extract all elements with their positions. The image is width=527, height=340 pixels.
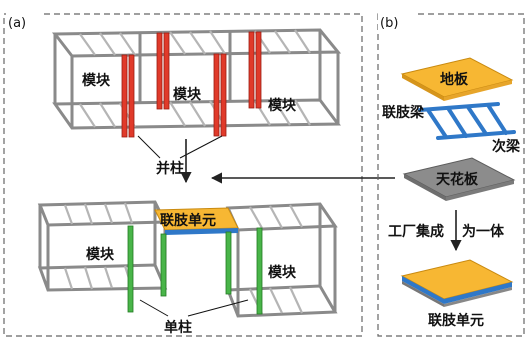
parallel-column (163, 32, 170, 110)
secondary-beam (486, 103, 508, 135)
factory-integration-label: 工厂集成 (388, 223, 444, 240)
single-column-pointer (139, 299, 169, 317)
lower-right-joists (249, 204, 303, 315)
parallel-column (121, 54, 128, 138)
module-label: 模块 (173, 86, 202, 103)
single-column (225, 231, 232, 295)
module-label: 模块 (82, 72, 111, 89)
secondary-beam-label: 次梁 (492, 138, 521, 155)
single-column (256, 227, 263, 315)
lower-right-module (225, 202, 338, 318)
connection-beams (418, 102, 516, 140)
parallel-column (255, 31, 262, 109)
panel-b-border (377, 13, 525, 337)
secondary-beam (466, 105, 488, 136)
connection-unit-slab (154, 207, 239, 235)
parallel-column (156, 32, 163, 110)
panel-b-tag: (b) (380, 16, 398, 31)
upper-module-assembly: 模块 模块 模块 并柱 (51, 28, 342, 177)
parallel-column (220, 53, 227, 137)
connection-beam-label: 联肢梁 (382, 104, 425, 121)
parallel-column (128, 54, 135, 138)
single-column-label: 单柱 (164, 319, 192, 336)
lower-left-module (37, 200, 168, 292)
parallel-column (248, 31, 255, 109)
upper-frame-back (51, 28, 342, 130)
secondary-beam (446, 106, 468, 138)
panel-b: (b) 地板 联肢梁 次梁 天花板 工厂集成 为一体 (377, 8, 525, 337)
connection-unit-assembled (400, 259, 514, 307)
connection-unit-label-b: 联肢单元 (428, 312, 484, 329)
parallel-column-label: 并柱 (156, 160, 184, 177)
connection-unit-label: 联肢单元 (160, 212, 216, 229)
ceiling-slab (402, 157, 516, 201)
secondary-beam (426, 108, 448, 139)
integrated-label: 为一体 (462, 223, 505, 240)
module-label: 模块 (268, 97, 297, 114)
single-column-pointer (187, 299, 249, 317)
parallel-column-pointer (137, 135, 161, 159)
lower-left-joists (63, 202, 134, 290)
parallel-column-pointer (179, 135, 223, 159)
single-column (160, 233, 167, 297)
module-label: 模块 (86, 246, 115, 263)
single-column (127, 225, 134, 313)
panel-a-tag: (a) (8, 16, 26, 31)
panel-a: (a) (3, 8, 363, 337)
connection-beam (418, 102, 500, 112)
floor-slab-label: 地板 (440, 71, 469, 88)
connection-beam (436, 130, 516, 140)
parallel-column (213, 53, 220, 137)
parallel-columns-red (121, 31, 262, 138)
module-label: 模块 (268, 264, 297, 281)
ceiling-slab-label: 天花板 (436, 171, 479, 188)
lower-module-assembly: 联肢单元 模块 模块 单柱 (37, 200, 338, 336)
floor-slab (400, 57, 514, 101)
single-columns-green (127, 225, 263, 315)
